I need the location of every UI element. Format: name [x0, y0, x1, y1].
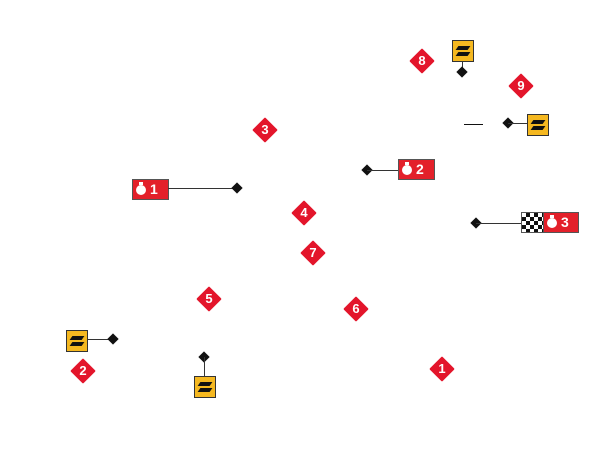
- stage-2-label[interactable]: 2: [398, 159, 435, 180]
- stage-3-label[interactable]: 3: [543, 212, 579, 233]
- waypoint-5[interactable]: 5: [196, 286, 222, 312]
- leader-line: [168, 188, 237, 189]
- leader-line: [508, 123, 527, 124]
- service-park-icon[interactable]: [452, 40, 474, 62]
- stage-1-label[interactable]: 1: [132, 179, 169, 200]
- waypoint-7[interactable]: 7: [300, 240, 326, 266]
- leader-line: [204, 357, 205, 376]
- checkered-flag-icon: [521, 212, 544, 233]
- waypoint-1[interactable]: 1: [429, 356, 455, 382]
- stopwatch-icon: [547, 214, 557, 228]
- service-park-icon[interactable]: [66, 330, 88, 352]
- service-park-icon[interactable]: [194, 376, 216, 398]
- stopwatch-icon: [402, 161, 412, 175]
- waypoint-8[interactable]: 8: [409, 48, 435, 74]
- waypoint-2[interactable]: 2: [70, 358, 96, 384]
- leader-line: [476, 223, 521, 224]
- leader-line: [88, 339, 113, 340]
- service-park-icon[interactable]: [527, 114, 549, 136]
- location-diamond[interactable]: [231, 182, 243, 194]
- location-diamond[interactable]: [456, 66, 468, 78]
- stopwatch-icon: [136, 181, 146, 195]
- leader-line: [464, 124, 483, 125]
- waypoint-4[interactable]: 4: [291, 200, 317, 226]
- waypoint-3[interactable]: 3: [252, 117, 278, 143]
- location-diamond[interactable]: [107, 333, 119, 345]
- leader-line: [367, 170, 398, 171]
- waypoint-9[interactable]: 9: [508, 73, 534, 99]
- waypoint-6[interactable]: 6: [343, 296, 369, 322]
